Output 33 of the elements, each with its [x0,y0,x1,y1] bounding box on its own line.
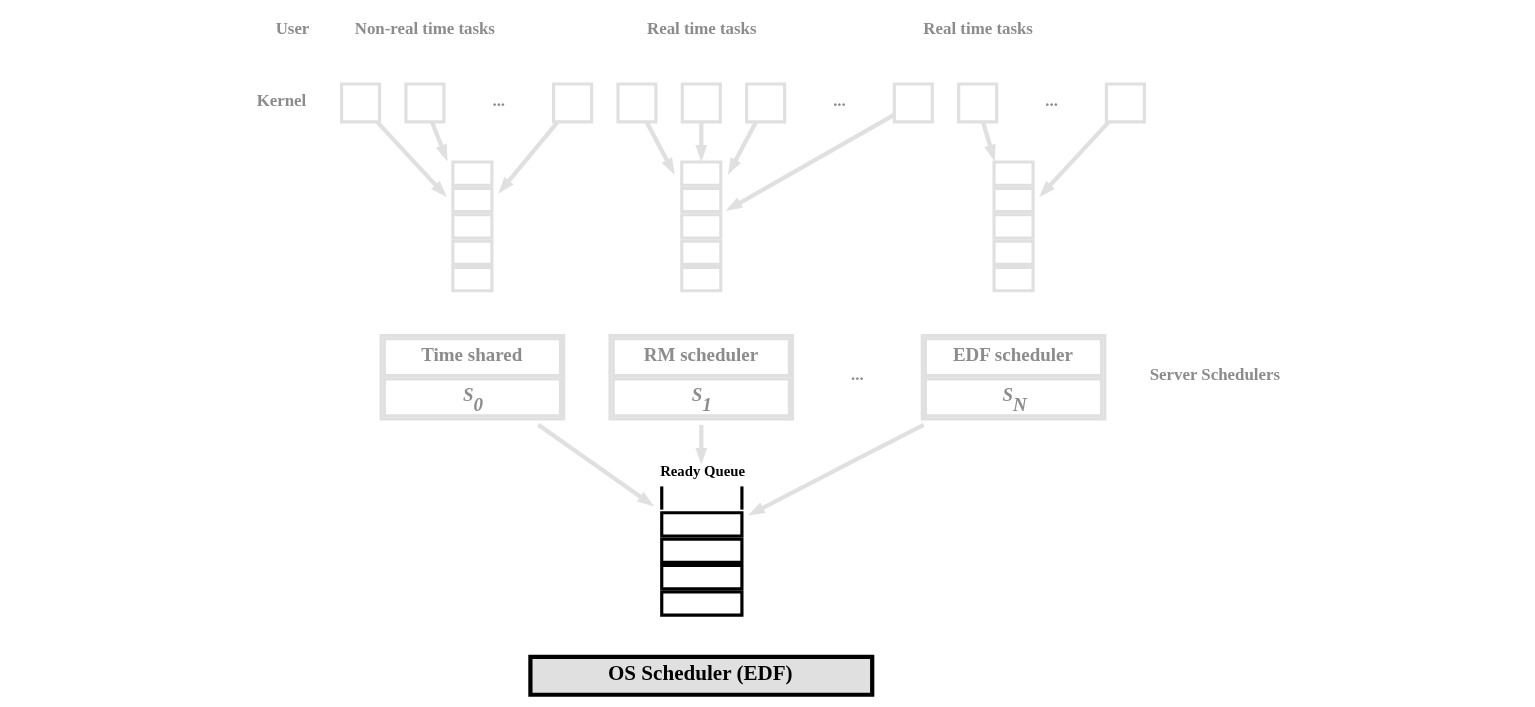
arrow [695,122,708,162]
arrow [1039,120,1110,198]
node-box [892,82,934,124]
label: Non-real time tasks [354,19,495,39]
arrow [725,113,896,212]
label: ... [851,365,864,385]
node-box [957,82,999,124]
node-box: OS Scheduler (EDF) [528,654,875,697]
node-box [680,82,722,124]
arrow [981,121,996,162]
label: Kernel [256,90,307,110]
arrow [695,424,708,465]
arrow [430,121,448,162]
label: Server Schedulers [1149,365,1280,385]
label: ... [1045,90,1058,110]
node-box [1104,82,1146,124]
node-box [340,82,382,124]
node-box [552,82,594,124]
arrow [727,121,758,175]
label: Real time tasks [646,19,757,39]
label: ... [833,90,846,110]
arrow [376,120,447,198]
label: Real time tasks [923,19,1033,39]
arrow [644,121,675,175]
node-box [616,82,658,124]
arrow [747,422,925,516]
label: ... [492,90,506,110]
node-box [745,82,787,124]
arrow [498,121,559,194]
node-box [404,82,446,124]
label: User [275,19,310,39]
arrow [537,423,655,507]
node-label: Ready Queue [660,462,745,479]
